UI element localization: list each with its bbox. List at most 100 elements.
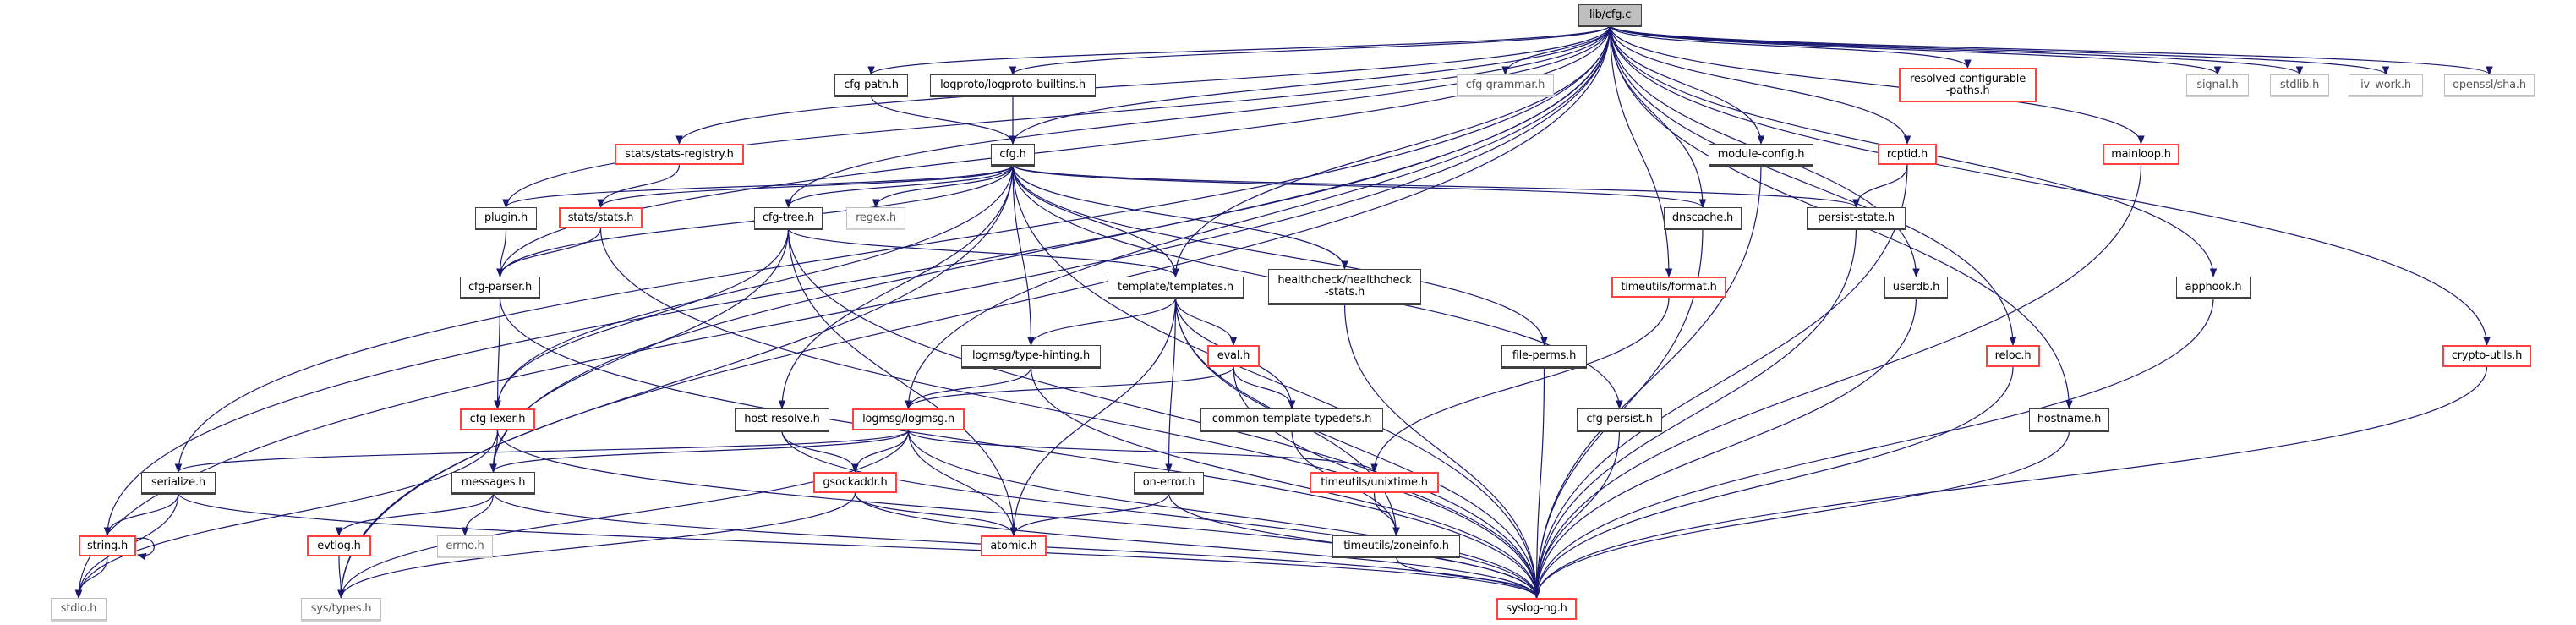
node-serialize[interactable]: serialize.h xyxy=(141,472,216,493)
edge-cfg-c-to-tu-format xyxy=(1609,25,1673,278)
edge-cfg-h-to-cfg-lexer xyxy=(494,164,1014,410)
node-sys-types[interactable]: sys/types.h xyxy=(301,598,381,620)
node-cfg-lexer[interactable]: cfg-lexer.h xyxy=(460,408,535,430)
node-module-config[interactable]: module-config.h xyxy=(1709,144,1813,165)
edge-evtlog-to-sys-types xyxy=(337,556,345,600)
node-label: userdb.h xyxy=(1892,280,1940,293)
edge-healthcheck-to-syslog-ng xyxy=(1343,303,1540,600)
node-common-tt[interactable]: common-template-typedefs.h xyxy=(1200,408,1383,430)
node-label: reloc.h xyxy=(1994,349,2032,362)
edge-cfg-parser-to-syslog-ng xyxy=(499,297,1540,600)
node-plugin[interactable]: plugin.h xyxy=(475,207,537,228)
edge-cfg-c-to-cfg-h xyxy=(1009,25,1611,145)
edge-cfg-c-to-logmsg xyxy=(905,25,1611,410)
node-cfg-c[interactable]: lib/cfg.c xyxy=(1578,4,1642,25)
edge-tu-zoneinfo-to-syslog-ng xyxy=(1395,556,1540,600)
edge-cfg-lexer-to-syslog-ng xyxy=(496,430,1540,600)
node-userdb[interactable]: userdb.h xyxy=(1884,277,1948,298)
node-evtlog[interactable]: evtlog.h xyxy=(307,535,371,556)
node-cfg-parser[interactable]: cfg-parser.h xyxy=(460,277,540,298)
node-logmsg[interactable]: logmsg/logmsg.h xyxy=(852,408,965,430)
edge-cfg-c-to-messages xyxy=(489,25,1611,474)
node-resolved[interactable]: resolved-configurable -paths.h xyxy=(1899,68,2037,102)
edge-apphook-to-syslog-ng xyxy=(1533,297,2214,600)
node-type-hinting[interactable]: logmsg/type-hinting.h xyxy=(961,345,1101,367)
node-label: cfg-parser.h xyxy=(468,280,533,293)
node-atomic[interactable]: atomic.h xyxy=(981,535,1047,556)
node-hostname[interactable]: hostname.h xyxy=(2029,408,2109,430)
edge-cfg-c-to-logproto xyxy=(1009,25,1611,76)
node-persist-state[interactable]: persist-state.h xyxy=(1807,207,1906,228)
edge-file-perms-to-syslog-ng xyxy=(1533,366,1545,600)
node-crypto-utils[interactable]: crypto-utils.h xyxy=(2442,345,2531,367)
node-mainloop[interactable]: mainloop.h xyxy=(2103,144,2179,165)
edge-cfg-c-to-crypto-utils xyxy=(1609,25,2491,347)
node-apphook[interactable]: apphook.h xyxy=(2176,277,2251,298)
node-cfg-h[interactable]: cfg.h xyxy=(991,144,1035,165)
node-label: crypto-utils.h xyxy=(2451,349,2523,362)
node-label: common-template-typedefs.h xyxy=(1211,413,1372,425)
edge-logmsg-to-syslog-ng xyxy=(907,430,1540,600)
node-label: resolved-configurable -paths.h xyxy=(1909,72,2026,97)
node-tu-unixtime[interactable]: timeutils/unixtime.h xyxy=(1310,472,1439,493)
node-healthcheck[interactable]: healthcheck/healthcheck -stats.h xyxy=(1268,269,1421,304)
node-label: syslog-ng.h xyxy=(1506,602,1567,615)
node-rcptid[interactable]: rcptid.h xyxy=(1878,144,1937,165)
edge-logmsg-to-gsockaddr xyxy=(851,430,910,474)
edge-stats-to-cfg-parser xyxy=(496,228,602,278)
node-label: stdio.h xyxy=(60,602,97,615)
node-label: plugin.h xyxy=(484,211,528,224)
edge-rcptid-to-persist-state xyxy=(1852,164,1908,209)
edge-serialize-to-string xyxy=(103,492,179,537)
node-cfg-grammar[interactable]: cfg-grammar.h xyxy=(1457,74,1554,96)
node-file-perms[interactable]: file-perms.h xyxy=(1501,345,1587,367)
node-label: lib/cfg.c xyxy=(1589,8,1632,21)
node-tu-format[interactable]: timeutils/format.h xyxy=(1611,277,1726,298)
edge-cfg-h-to-healthcheck xyxy=(1012,164,1348,271)
node-label: host-resolve.h xyxy=(744,413,820,425)
node-messages[interactable]: messages.h xyxy=(451,472,535,493)
node-cfg-path[interactable]: cfg-path.h xyxy=(834,74,908,96)
edge-cfg-c-to-cfg-tree xyxy=(785,25,1611,209)
node-signal[interactable]: signal.h xyxy=(2186,74,2249,96)
node-string[interactable]: string.h xyxy=(79,535,136,556)
node-label: atomic.h xyxy=(990,539,1037,552)
edge-logmsg-to-messages xyxy=(489,430,910,474)
edge-cfg-parser-to-cfg-lexer xyxy=(494,297,501,410)
edge-userdb-to-syslog-ng xyxy=(1533,297,1917,600)
node-label: iv_work.h xyxy=(2360,78,2411,91)
node-openssl[interactable]: openssl/sha.h xyxy=(2444,74,2535,96)
edge-templates-to-eval xyxy=(1174,297,1238,347)
node-stats-registry[interactable]: stats/stats-registry.h xyxy=(615,144,744,165)
node-stdlib[interactable]: stdlib.h xyxy=(2270,74,2329,96)
node-errno[interactable]: errno.h xyxy=(437,535,493,556)
edge-gsockaddr-to-syslog-ng xyxy=(854,492,1540,600)
edge-cfg-c-to-stdlib xyxy=(1609,25,2304,76)
edge-cfg-c-to-openssl xyxy=(1609,25,2493,76)
node-host-resolve[interactable]: host-resolve.h xyxy=(735,408,829,430)
node-gsockaddr[interactable]: gsockaddr.h xyxy=(813,472,897,493)
node-regex[interactable]: regex.h xyxy=(846,207,905,228)
node-eval[interactable]: eval.h xyxy=(1207,345,1260,367)
edge-eval-to-logmsg xyxy=(905,366,1234,410)
node-templates[interactable]: template/templates.h xyxy=(1108,277,1244,298)
node-logproto[interactable]: logproto/logproto-builtins.h xyxy=(930,74,1096,96)
edge-logmsg-to-sys-types xyxy=(337,430,910,600)
node-iv-work[interactable]: iv_work.h xyxy=(2349,74,2423,96)
node-reloc[interactable]: reloc.h xyxy=(1986,345,2040,367)
node-label: timeutils/zoneinfo.h xyxy=(1343,539,1449,552)
node-cfg-persist[interactable]: cfg-persist.h xyxy=(1577,408,1662,430)
node-label: openssl/sha.h xyxy=(2453,78,2526,91)
node-dnscache[interactable]: dnscache.h xyxy=(1664,207,1742,228)
node-on-error[interactable]: on-error.h xyxy=(1134,472,1204,493)
node-stdio[interactable]: stdio.h xyxy=(51,598,107,620)
node-stats[interactable]: stats/stats.h xyxy=(559,207,643,228)
edge-cfg-tree-to-syslog-ng xyxy=(787,228,1540,600)
node-tu-zoneinfo[interactable]: timeutils/zoneinfo.h xyxy=(1332,535,1460,556)
edge-cfg-h-to-syslog-ng xyxy=(1012,164,1540,600)
edge-cfg-h-to-host-resolve xyxy=(778,164,1014,410)
node-cfg-tree[interactable]: cfg-tree.h xyxy=(754,207,823,228)
edge-host-resolve-to-syslog-ng xyxy=(781,430,1540,600)
node-syslog-ng[interactable]: syslog-ng.h xyxy=(1496,598,1577,620)
